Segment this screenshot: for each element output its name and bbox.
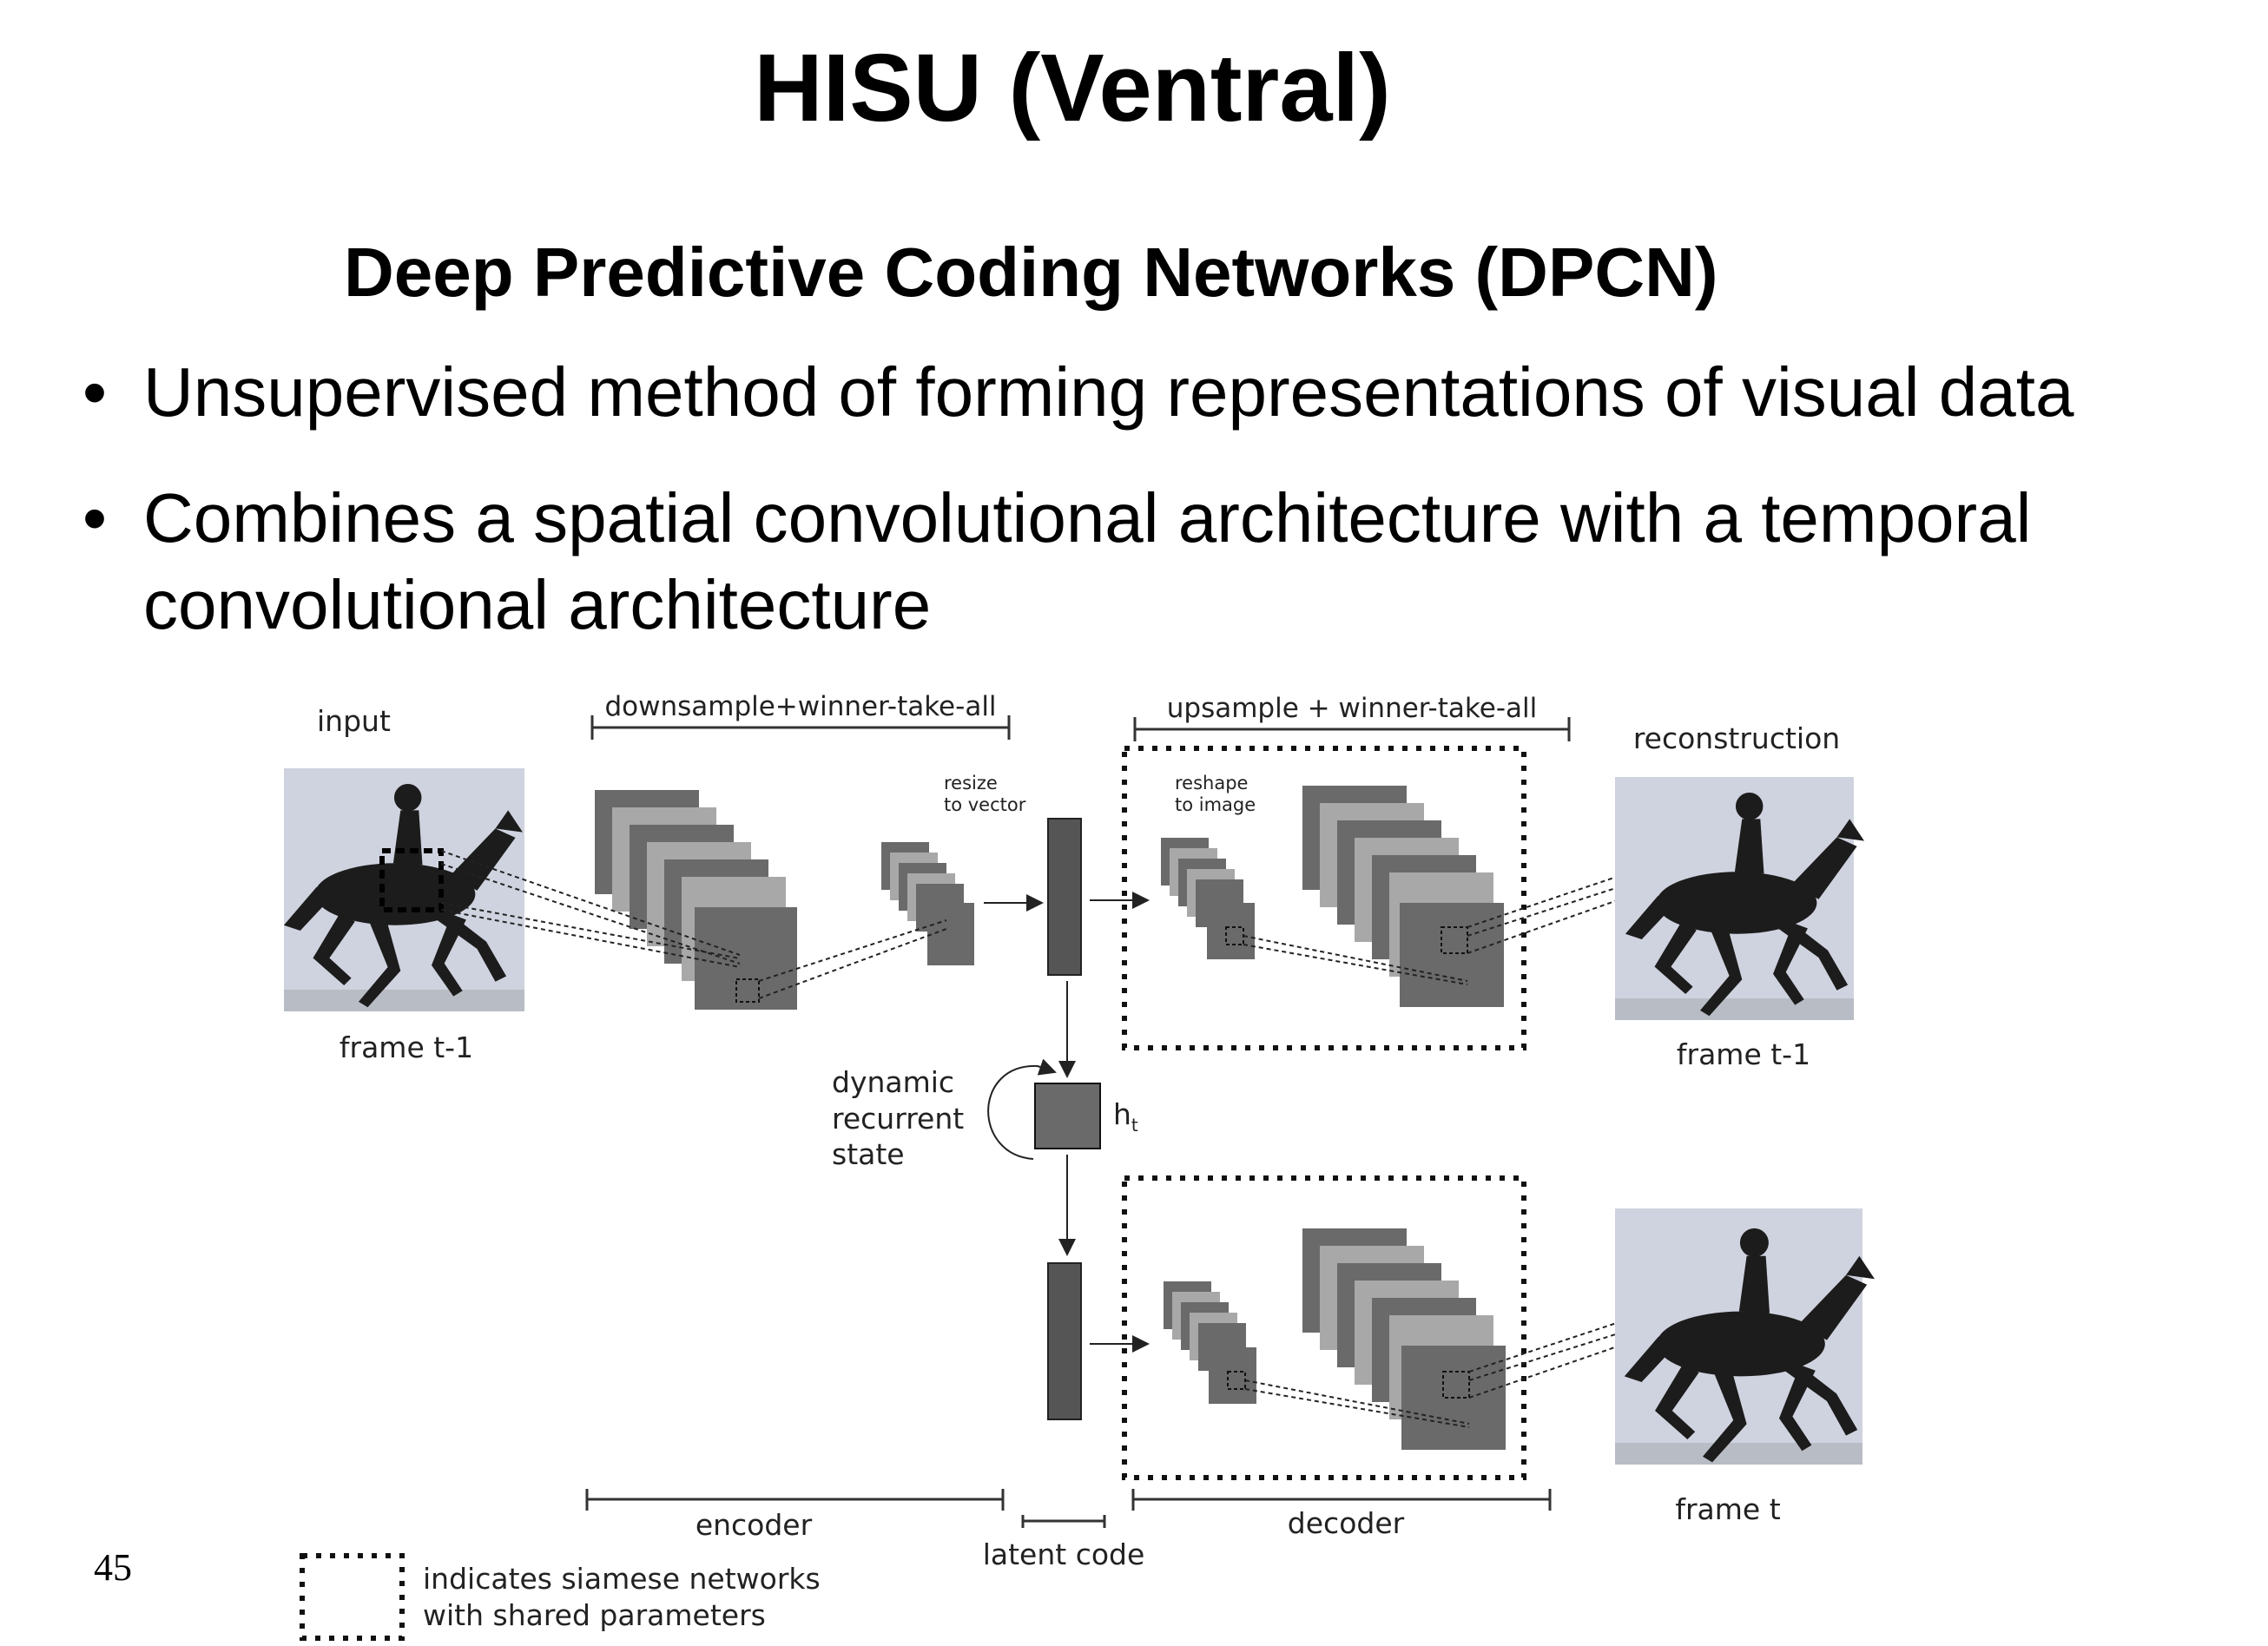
- recurrent-loop-arrow: [987, 1058, 1057, 1160]
- legend-text-2: with shared parameters: [423, 1598, 766, 1632]
- upsample-bracket: [1133, 717, 1571, 741]
- dynamic-state-label-3: state: [832, 1137, 905, 1171]
- bullet-text: Unsupervised method of forming represent…: [143, 353, 2074, 431]
- latent-vector-bottom: [1047, 1262, 1082, 1420]
- decoder-label: decoder: [1288, 1506, 1405, 1540]
- decoder-large-stack-top: [1302, 786, 1504, 1007]
- resize-label-line2: to vector: [944, 794, 1026, 815]
- bullet-text: Combines a spatial convolutional archite…: [143, 479, 2032, 643]
- encoder-small-stack: [881, 842, 974, 965]
- reshape-label: reshape: [1175, 773, 1248, 793]
- decoder-bracket: [1131, 1489, 1552, 1511]
- input-frame-image: [283, 768, 524, 1011]
- frame-t-label: frame t: [1675, 1492, 1780, 1526]
- dynamic-state-label-1: dynamic: [832, 1065, 954, 1099]
- frame-recon-label: frame t-1: [1677, 1037, 1810, 1071]
- encoder-feature-stack: [595, 790, 797, 1010]
- encoder-bracket: [585, 1489, 1005, 1511]
- legend-siamese-swatch: [300, 1553, 405, 1641]
- downsample-bracket: [590, 715, 1011, 740]
- slide-title: HISU (Ventral): [754, 35, 1391, 142]
- upsample-label: upsample + winner-take-all: [1167, 693, 1537, 724]
- decoder-large-stack-bottom: [1302, 1228, 1506, 1450]
- latent-label: latent code: [983, 1537, 1145, 1571]
- bullet-marker: •: [82, 479, 108, 556]
- reshape-label-line2: to image: [1175, 794, 1256, 815]
- downsample-label: downsample+winner-take-all: [604, 691, 996, 722]
- resize-label: resize: [944, 773, 998, 793]
- page-number: 45: [94, 1546, 132, 1589]
- hidden-state-box: [1034, 1083, 1101, 1149]
- frame-input-label: frame t-1: [340, 1030, 473, 1064]
- decoder-small-stack-top: [1161, 838, 1255, 959]
- siamese-box-bottom: [1122, 1175, 1526, 1480]
- latent-bracket: [1021, 1515, 1106, 1528]
- legend-text-1: indicates siamese networks: [423, 1562, 821, 1596]
- receptive-field-box: [379, 848, 444, 912]
- reconstruction-frame-image: [1615, 777, 1864, 1020]
- frame-t-image: [1615, 1208, 1875, 1465]
- decoder-small-stack-bottom: [1164, 1281, 1256, 1404]
- dynamic-state-label-2: recurrent: [832, 1102, 964, 1136]
- latent-vector-top: [1047, 818, 1082, 976]
- bullet-marker: •: [82, 353, 108, 431]
- encoder-label: encoder: [696, 1508, 813, 1542]
- encoder-small-projection-lines: [758, 919, 947, 999]
- input-label: input: [317, 704, 391, 738]
- slide-subtitle: Deep Predictive Coding Networks (DPCN): [344, 234, 1718, 311]
- hidden-state-label: ht: [1113, 1097, 1138, 1136]
- reconstruction-label: reconstruction: [1633, 721, 1840, 755]
- siamese-box-top: [1122, 746, 1526, 1050]
- encoder-projection-lines: [440, 850, 741, 968]
